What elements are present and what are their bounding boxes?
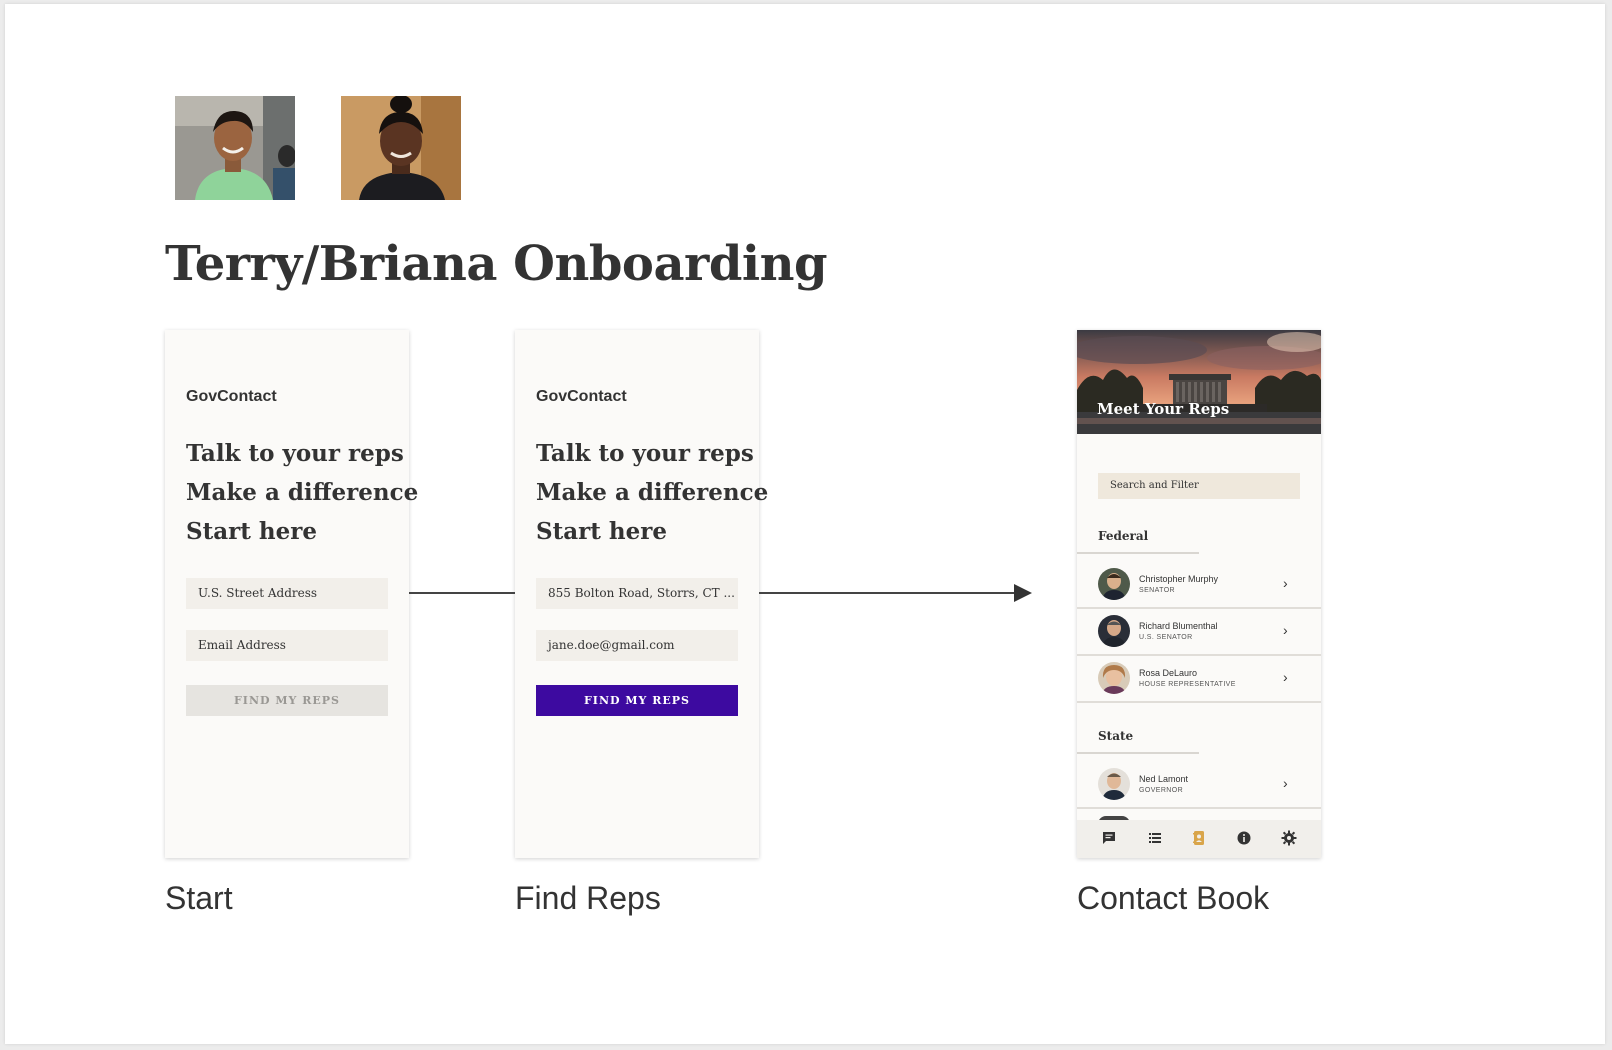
flow-arrow-line	[759, 592, 1015, 594]
screen-label-find-reps: Find Reps	[515, 880, 661, 916]
tagline-line: Start here	[186, 518, 317, 545]
find-reps-screen: GovContact Talk to your reps Make a diff…	[515, 330, 768, 858]
memorial-sunset-image	[1077, 330, 1321, 434]
tagline-line: Make a difference	[536, 479, 769, 506]
start-screen: GovContact Talk to your reps Make a diff…	[165, 330, 418, 858]
settings-gear-icon[interactable]	[1281, 830, 1299, 848]
rep-row[interactable]: Rosa DeLauro HOUSE REPRESENTATIVE ›	[1077, 656, 1321, 703]
tagline-line: Talk to your reps	[186, 440, 404, 467]
contact-book-icon[interactable]	[1191, 830, 1209, 848]
rep-name: Christopher Murphy	[1139, 574, 1219, 584]
hero-banner: Meet Your Reps	[1077, 330, 1321, 434]
rep-row[interactable]: Ned Lamont GOVERNOR ›	[1077, 762, 1321, 809]
contact-book-screen: Meet Your Reps Search and Filter Federal…	[1077, 330, 1321, 858]
rep-row[interactable]: Christopher Murphy SENATOR ›	[1077, 562, 1321, 609]
hero-title: Meet Your Reps	[1097, 400, 1230, 418]
search-filter-input[interactable]: Search and Filter	[1098, 473, 1300, 499]
screen-label-contact-book: Contact Book	[1077, 880, 1270, 916]
address-field[interactable]: 855 Bolton Road, Storrs, CT ...	[536, 578, 738, 609]
screen-label-start: Start	[165, 880, 233, 916]
rep-name: Rosa DeLauro	[1139, 668, 1198, 678]
avatar	[1098, 768, 1130, 800]
board-title: Terry/Briana Onboarding	[165, 236, 828, 292]
chevron-right-icon[interactable]: ›	[1283, 775, 1288, 791]
avatar	[1098, 568, 1130, 600]
section-heading-state: State	[1098, 729, 1134, 743]
rep-role: U.S. SENATOR	[1139, 634, 1193, 641]
email-field[interactable]: Email Address	[186, 630, 388, 661]
list-icon[interactable]	[1147, 830, 1165, 848]
find-my-reps-button[interactable]: FIND MY REPS	[186, 685, 388, 716]
chat-icon[interactable]	[1101, 830, 1119, 848]
chevron-right-icon[interactable]: ›	[1283, 622, 1288, 638]
find-my-reps-button[interactable]: FIND MY REPS	[536, 685, 738, 716]
address-field[interactable]: U.S. Street Address	[186, 578, 388, 609]
app-brand: GovContact	[186, 388, 277, 405]
chevron-right-icon[interactable]: ›	[1283, 575, 1288, 591]
tagline-line: Talk to your reps	[536, 440, 754, 467]
rep-role: GOVERNOR	[1139, 787, 1184, 794]
flow-arrowhead-icon	[1014, 584, 1032, 602]
section-heading-federal: Federal	[1098, 529, 1149, 543]
rep-row[interactable]: Richard Blumenthal U.S. SENATOR ›	[1077, 609, 1321, 656]
chevron-right-icon[interactable]: ›	[1283, 669, 1288, 685]
rep-role: HOUSE REPRESENTATIVE	[1139, 681, 1236, 688]
section-divider	[1077, 752, 1199, 754]
flow-connector	[409, 592, 515, 594]
info-icon[interactable]	[1236, 830, 1254, 848]
tagline: Talk to your reps Make a difference Star…	[186, 434, 418, 551]
email-field[interactable]: jane.doe@gmail.com	[536, 630, 738, 661]
section-divider	[1077, 552, 1199, 554]
avatar	[1098, 662, 1130, 694]
rep-name: Ned Lamont	[1139, 774, 1189, 784]
rep-name: Richard Blumenthal	[1139, 621, 1218, 631]
persona-photo-terry	[175, 96, 295, 200]
app-brand: GovContact	[536, 388, 627, 405]
tagline: Talk to your reps Make a difference Star…	[536, 434, 768, 551]
bottom-tab-bar	[1077, 820, 1321, 858]
tagline-line: Make a difference	[186, 479, 419, 506]
persona-photo-briana	[341, 96, 461, 200]
avatar	[1098, 615, 1130, 647]
rep-role: SENATOR	[1139, 587, 1175, 594]
tagline-line: Start here	[536, 518, 667, 545]
